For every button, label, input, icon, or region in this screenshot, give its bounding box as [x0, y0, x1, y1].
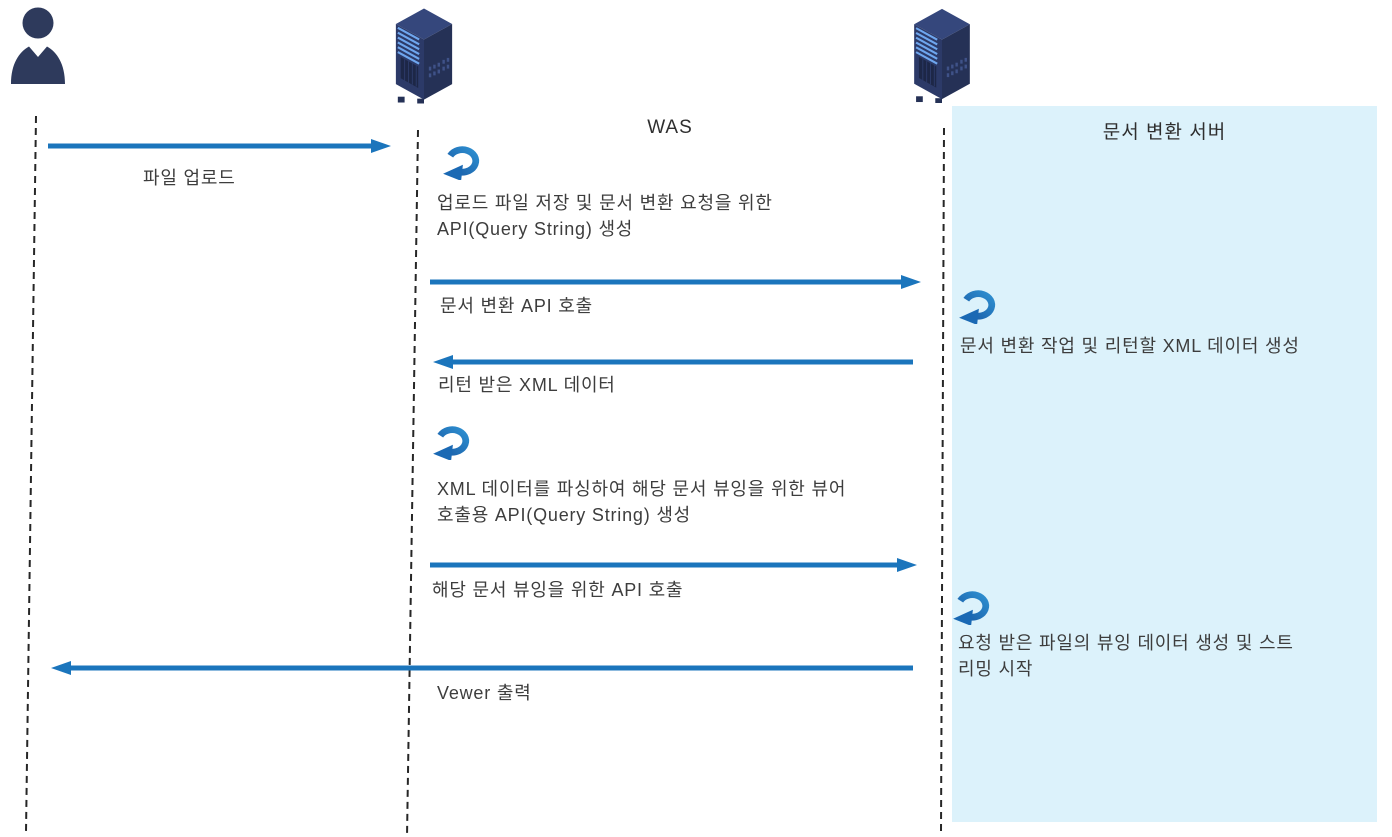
self-action-s1-line1: 업로드 파일 저장 및 문서 변환 요청을 위한: [437, 193, 773, 213]
self-action-s4-line2: 리밍 시작: [958, 659, 1034, 679]
loop-arrow-icon-s3: [433, 430, 466, 461]
doc-server-panel: [952, 106, 1377, 822]
user-lifeline: [25, 115, 37, 833]
self-action-s3-line1: XML 데이터를 파싱하여 해당 문서 뷰잉을 위한 뷰어: [437, 479, 847, 499]
message-label-return-xml: 리턴 받은 XML 데이터: [438, 375, 616, 395]
was-label: WAS: [647, 117, 693, 138]
message-label-convert-api-call: 문서 변환 API 호출: [440, 296, 593, 316]
was-lifeline: [406, 129, 419, 837]
user-icon: [11, 7, 65, 84]
self-action-s4-text: 요청 받은 파일의 뷰잉 데이터 생성 및 스트 리밍 시작: [958, 630, 1294, 682]
doc-server-lifeline: [940, 127, 945, 834]
doc-server-icon: [913, 7, 971, 103]
loop-arrow-icon-s1: [443, 150, 476, 181]
self-action-s1-line2: API(Query String) 생성: [437, 219, 634, 239]
self-action-s2-text: 문서 변환 작업 및 리턴할 XML 데이터 생성: [960, 333, 1300, 359]
self-action-s1-text: 업로드 파일 저장 및 문서 변환 요청을 위한 API(Query Strin…: [437, 190, 773, 242]
message-label-file-upload: 파일 업로드: [143, 168, 236, 188]
message-label-viewer-output: Vewer 출력: [437, 683, 532, 703]
doc-server-label: 문서 변환 서버: [1102, 122, 1227, 143]
message-label-viewing-api-call: 해당 문서 뷰잉을 위한 API 호출: [432, 580, 684, 600]
self-action-s3-text: XML 데이터를 파싱하여 해당 문서 뷰잉을 위한 뷰어 호출용 API(Qu…: [437, 476, 846, 528]
self-action-s2-line1: 문서 변환 작업 및 리턴할 XML 데이터 생성: [960, 336, 1300, 356]
loop-arrow-icon-s4: [953, 595, 986, 626]
self-action-s3-line2: 호출용 API(Query String) 생성: [437, 505, 692, 525]
was-server-icon: [394, 7, 454, 104]
self-action-s4-line1: 요청 받은 파일의 뷰잉 데이터 생성 및 스트: [958, 633, 1294, 653]
loop-arrow-icon-s2: [959, 294, 992, 325]
